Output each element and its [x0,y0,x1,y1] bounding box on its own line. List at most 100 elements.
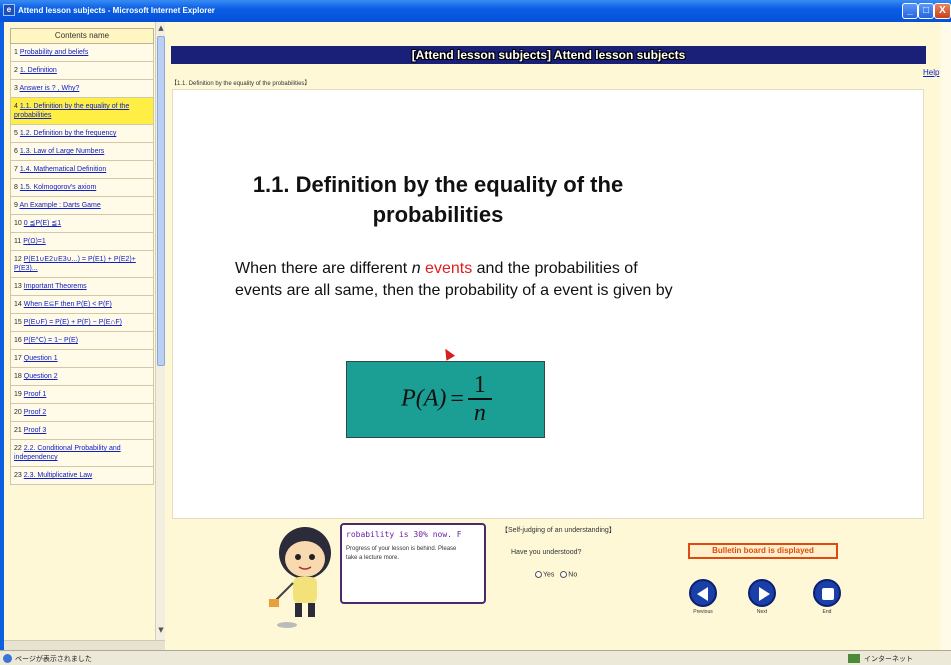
toc-item-link[interactable]: Proof 3 [23,427,47,434]
toc-item[interactable]: 22 2.2. Conditional Probability and inde… [10,440,154,467]
toc-item-link[interactable]: 2.2. Conditional Probability and indepen… [14,445,121,461]
progress-message: Progress of your lesson is behind. Pleas… [346,546,457,561]
toc-item[interactable]: 21 Proof 3 [10,422,154,440]
toc-item-link[interactable]: 1.2. Definition by the frequency [19,130,117,137]
toc-item-link[interactable]: P(E^C) = 1− P(E) [23,337,78,344]
scroll-thumb[interactable] [157,36,165,366]
toc-item-number: 20 [14,409,22,416]
next-button[interactable]: Next [744,579,780,615]
window-titlebar[interactable]: e Attend lesson subjects - Microsoft Int… [0,0,951,22]
self-judge-label: 【Self-judging of an understanding】 [501,527,616,534]
toc-scrollbar[interactable]: ▲ ▼ [155,22,165,650]
toc-item-number: 13 [14,283,22,290]
zone-text: インターネット [864,656,913,663]
previous-arrow-icon [689,579,717,607]
toc-item[interactable]: 10 0 ≦P(E) ≦1 [10,215,154,233]
toc-item[interactable]: 6 1.3. Law of Large Numbers [10,143,154,161]
toc-item-number: 5 [14,130,18,137]
toc-item-number: 4 [14,103,18,110]
close-button[interactable]: X [934,3,951,19]
scroll-up-icon[interactable]: ▲ [158,24,164,32]
slide-title: 1.1. Definition by the equality of the p… [252,172,624,227]
toc-item-link[interactable]: Probability and beliefs [19,49,89,56]
toc-item-number: 11 [14,238,22,245]
no-label: No [568,571,578,579]
toc-item[interactable]: 2 1. Definition [10,62,154,80]
progress-ticker: robability is 30% now. F [346,530,462,539]
toc-item[interactable]: 7 1.4. Mathematical Definition [10,161,154,179]
toc-item[interactable]: 12 P(E1∪E2∪E3∪...) = P(E1) + P(E2)+ P(E3… [10,251,154,278]
end-button[interactable]: End [809,579,845,615]
previous-button[interactable]: Previous [685,579,721,615]
pointer-cursor-icon [440,346,456,361]
toc-item-link[interactable]: P(E∪F) = P(E) + P(F) − P(E∩F) [23,319,122,326]
toc-item[interactable]: 14 When E⊆F then P(E) < P(F) [10,296,154,314]
toc-item[interactable]: 18 Question 2 [10,368,154,386]
toc-item-number: 18 [14,373,22,380]
page-done-icon [3,654,12,663]
toc-item[interactable]: 11 P(Ω)=1 [10,233,154,251]
toc-item[interactable]: 15 P(E∪F) = P(E) + P(F) − P(E∩F) [10,314,154,332]
toc-item[interactable]: 20 Proof 2 [10,404,154,422]
toc-item-number: 3 [14,85,18,92]
toc-item-number: 6 [14,148,18,155]
main-scrollbar[interactable] [941,22,951,650]
toc-item-number: 7 [14,166,18,173]
toc-item-link[interactable]: Question 2 [23,373,58,380]
toc-item-number: 2 [14,67,18,74]
toc-item-number: 9 [14,202,18,209]
toc-item[interactable]: 5 1.2. Definition by the frequency [10,125,154,143]
status-text: ページが表示されました [15,656,92,663]
toc-item[interactable]: 8 1.5. Kolmogorov's axiom [10,179,154,197]
toc-item[interactable]: 16 P(E^C) = 1− P(E) [10,332,154,350]
toc-item-link[interactable]: P(E1∪E2∪E3∪...) = P(E1) + P(E2)+ P(E3)..… [14,256,136,272]
maximize-button[interactable]: □ [918,3,934,19]
toc-item-link[interactable]: Answer is ? , Why? [19,85,80,92]
toc-horizontal-scrollbar[interactable] [4,640,165,650]
toc-item-link[interactable]: When E⊆F then P(E) < P(F) [23,301,112,308]
toc-item-link[interactable]: 1.4. Mathematical Definition [19,166,107,173]
bottom-panel: robability is 30% now. F Progress of you… [165,519,941,650]
toc-item[interactable]: 9 An Example : Darts Game [10,197,154,215]
toc-item[interactable]: 13 Important Theorems [10,278,154,296]
toc-item[interactable]: 1 Probability and beliefs [10,44,154,62]
toc-item-link[interactable]: Proof 2 [23,409,47,416]
toc-item-link[interactable]: Question 1 [23,355,58,362]
toc-item-number: 1 [14,49,18,56]
formula-equals: = [450,385,464,412]
toc-item-link[interactable]: 1. Definition [19,67,57,74]
toc-item-link[interactable]: 1.5. Kolmogorov's axiom [19,184,97,191]
toc-item-link[interactable]: 1.1. Definition by the equality of the p… [14,103,130,119]
no-radio[interactable] [560,571,568,578]
toc-item-link[interactable]: 0 ≦P(E) ≦1 [23,220,62,227]
toc-item-number: 19 [14,391,22,398]
yes-radio[interactable] [535,571,542,578]
slide-body: When there are different n events and th… [235,258,675,302]
window-title: Attend lesson subjects - Microsoft Inter… [18,6,215,15]
progress-box: robability is 30% now. F Progress of you… [340,523,486,604]
toc-item-link[interactable]: P(Ω)=1 [23,238,46,245]
toc-item[interactable]: 17 Question 1 [10,350,154,368]
bulletin-board-button[interactable]: Bulletin board is displayed [688,543,838,559]
scroll-down-icon[interactable]: ▼ [158,626,164,634]
next-label: Next [756,609,768,615]
toc-item-link[interactable]: 2.3. Multiplicative Law [23,472,93,479]
previous-label: Previous [693,609,713,615]
banner-title: [Attend lesson subjects] Attend lesson s… [411,48,686,62]
toc-item[interactable]: 23 2.3. Multiplicative Law [10,467,154,485]
formula-denominator: n [473,400,486,426]
formula-numerator: 1 [467,372,492,400]
yes-label: Yes [543,571,555,579]
help-link[interactable]: Help [923,68,940,77]
toc-item-link[interactable]: Important Theorems [23,283,87,290]
toc-item-link[interactable]: An Example : Darts Game [19,202,101,209]
toc-item[interactable]: 4 1.1. Definition by the equality of the… [10,98,154,125]
self-judge-question: Have you understood? [511,549,582,556]
toc-item-link[interactable]: 1.3. Law of Large Numbers [19,148,105,155]
toc-item[interactable]: 19 Proof 1 [10,386,154,404]
toc-item-link[interactable]: Proof 1 [23,391,47,398]
minimize-button[interactable]: _ [902,3,918,19]
toc-item[interactable]: 3 Answer is ? , Why? [10,80,154,98]
